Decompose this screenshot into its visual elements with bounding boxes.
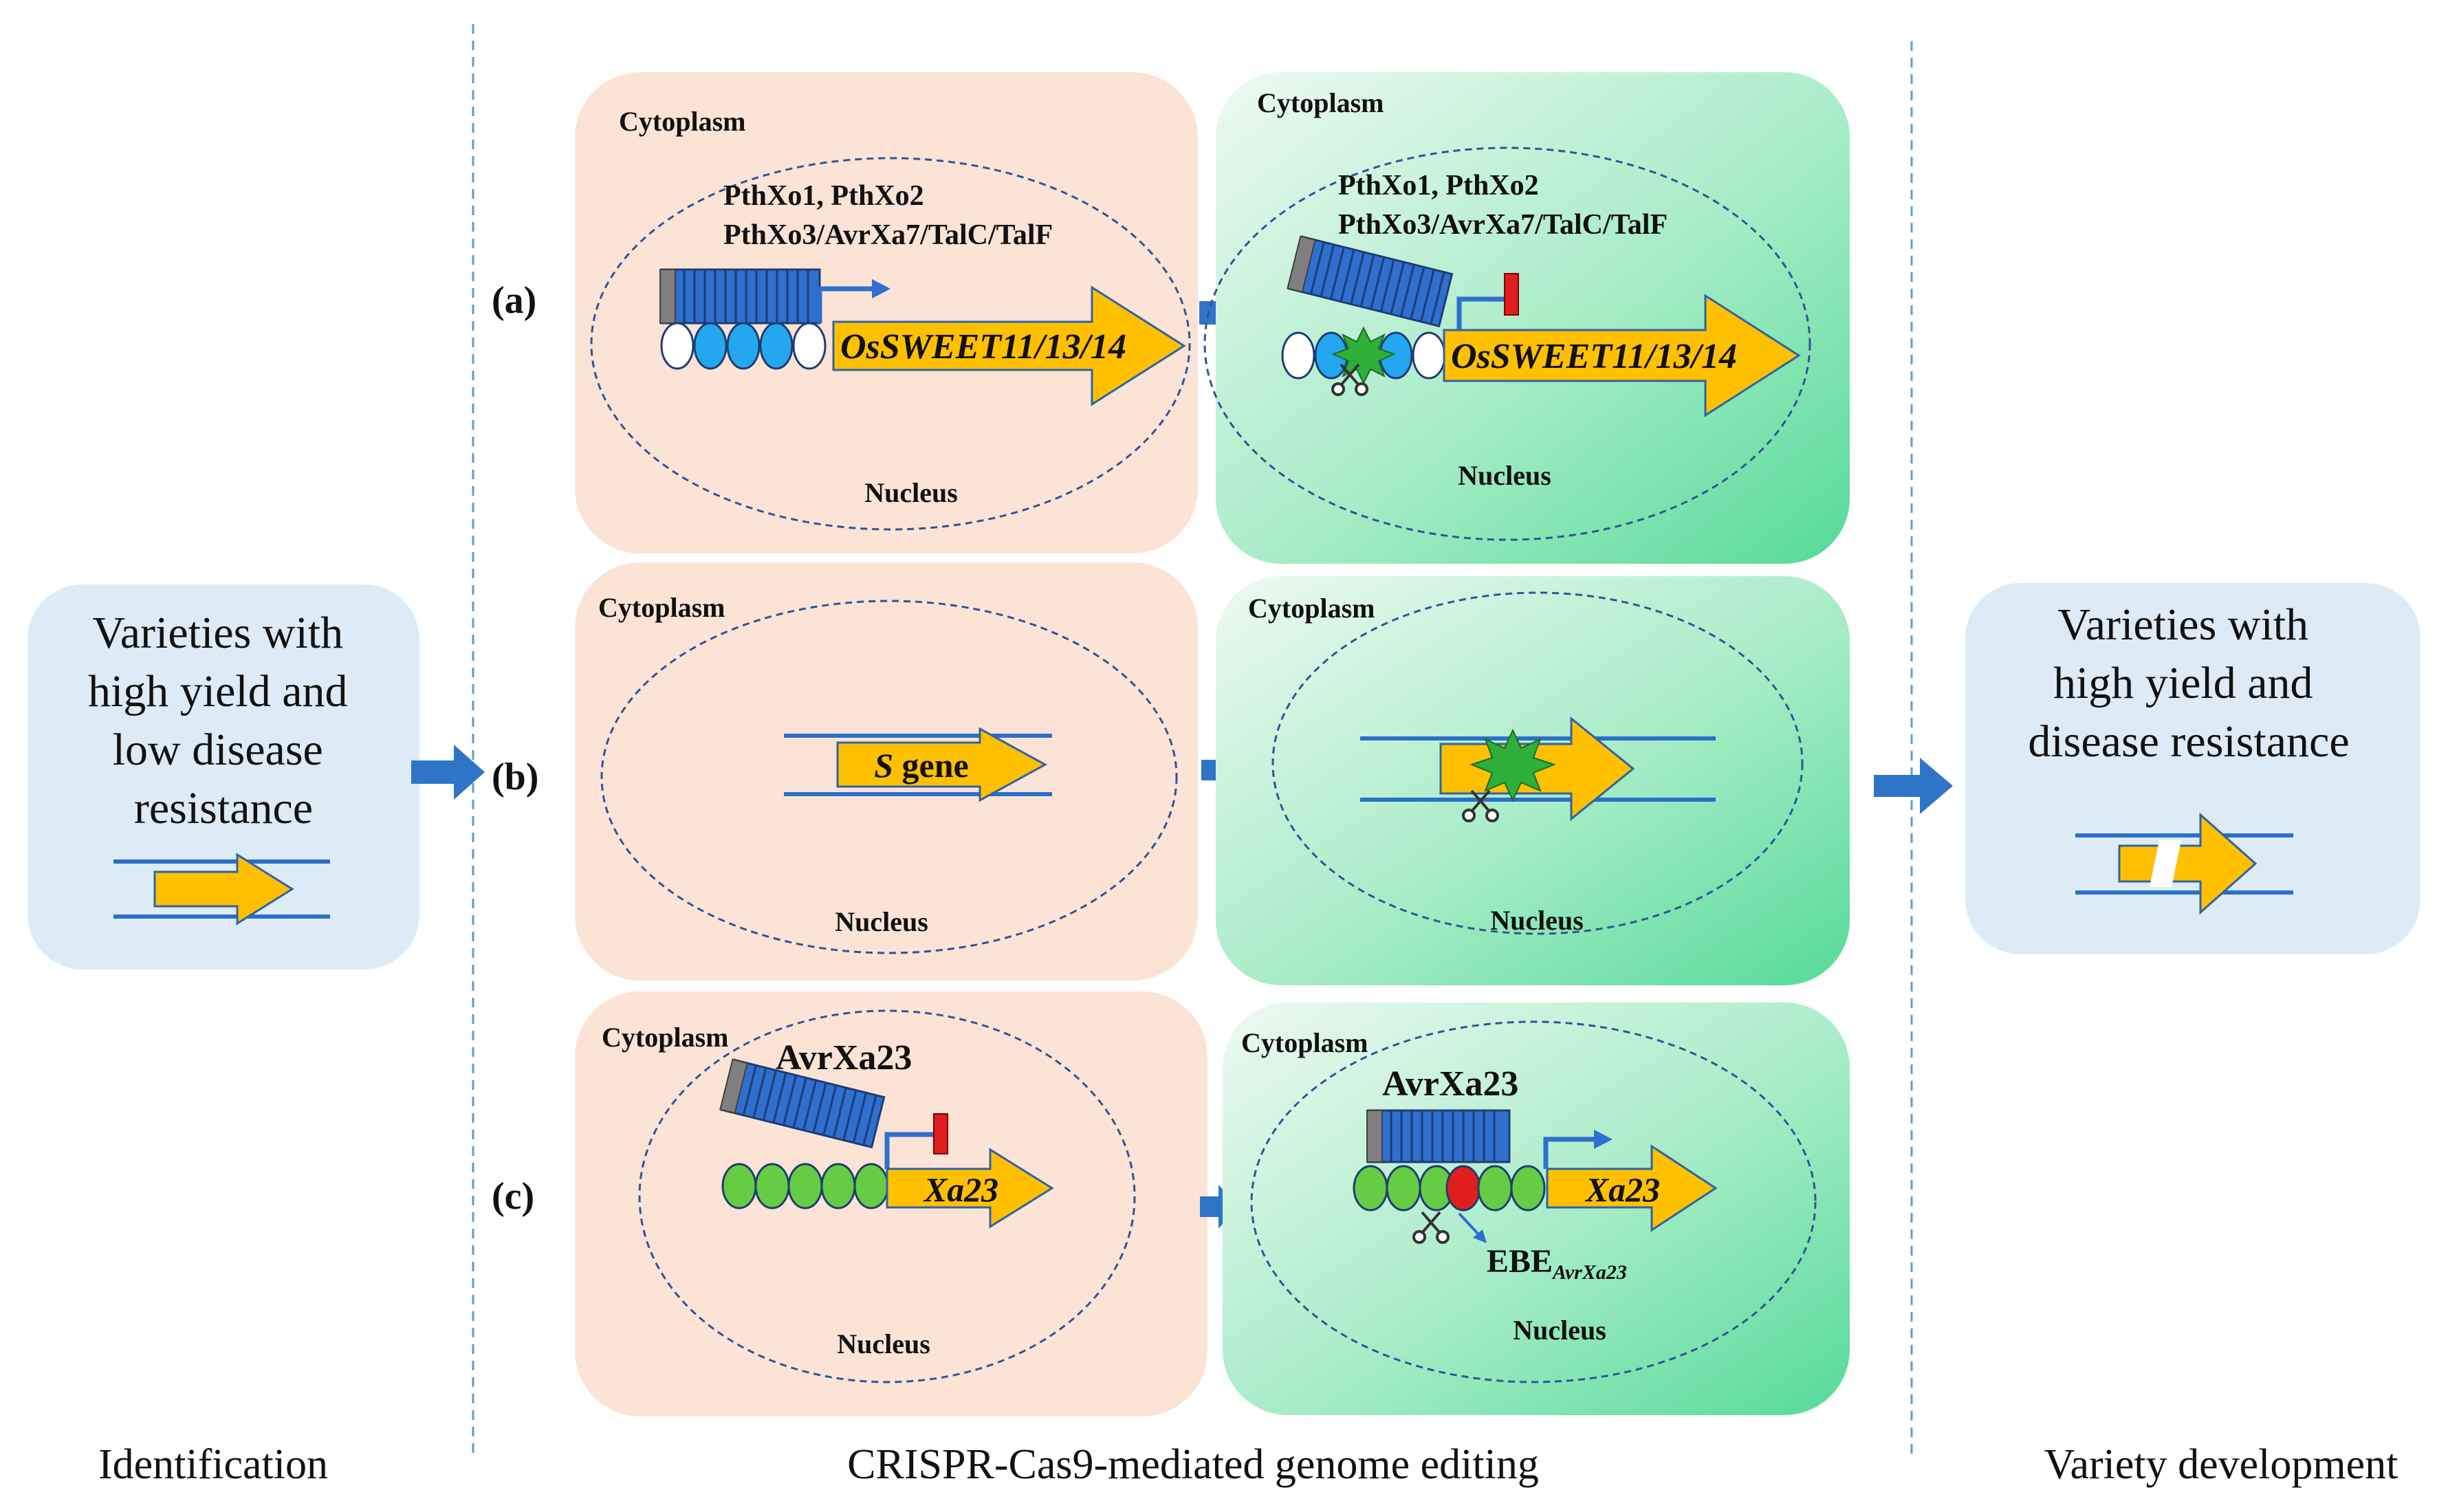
row-b-after-nucleus xyxy=(1271,591,1804,935)
row-b-label: (b) xyxy=(492,756,538,798)
svg-text:Varieties with high yiel: Varieties with high yield and low diseas… xyxy=(88,608,359,833)
row-a-before-gene-label: OsSWEET11/13/14 xyxy=(840,327,1126,366)
row-b-after-cytoplasm: Cytoplasm xyxy=(1248,593,1375,624)
row-c-after-gene-label: Xa23 xyxy=(1584,1170,1660,1209)
row-a-before-nucleus xyxy=(590,157,1191,531)
row-a-before-nucleus-label: Nucleus xyxy=(864,477,958,508)
row-a-before-gene-arrow: OsSWEET11/13/14 xyxy=(832,285,1186,406)
row-c-before-nucleus xyxy=(638,1009,1136,1383)
row-a-before-cytoplasm: Cytoplasm xyxy=(619,106,745,137)
row-c-before-blocked-transcription xyxy=(884,1113,948,1169)
row-c-after-cytoplasm: Cytoplasm xyxy=(1241,1027,1368,1058)
svg-text:PthXo1, PthXo2 PthXo3/Av: PthXo1, PthXo2 PthXo3/AvrXa7/TalC/TalF xyxy=(1338,170,1668,241)
row-c-after-panel: Cytoplasm Nucleus AvrXa23 xyxy=(1223,1002,1850,1415)
right-box-line-3: disease resistance xyxy=(2028,716,2349,767)
row-c-label: (c) xyxy=(492,1175,534,1218)
row-a-after-nucleus-label: Nucleus xyxy=(1458,460,1551,491)
row-b-before-cytoplasm: Cytoplasm xyxy=(598,592,725,623)
left-box-line-1: Varieties with xyxy=(92,608,343,658)
row-b-after-edited-gene xyxy=(1360,716,1716,822)
stage-variety-development: Variety development xyxy=(2044,1441,2398,1488)
row-a-after-gene-arrow: OsSWEET11/13/14 xyxy=(1443,294,1801,417)
row-c-before-ebe-sites xyxy=(721,1163,889,1209)
left-variety-box: Varieties with high yield and low diseas… xyxy=(28,584,419,969)
row-c-after-nucleus-label: Nucleus xyxy=(1513,1315,1606,1346)
row-a-before-panel: Cytoplasm Nucleus PthXo1, PthXo2 PthXo3/… xyxy=(575,72,1198,554)
row-b-before-nucleus xyxy=(600,600,1178,954)
row-c-before-panel: Cytoplasm Nucleus AvrXa23 xyxy=(575,991,1207,1416)
row-a-after-panel: Cytoplasm Nucleus PthXo1, PthXo2 PthXo3/… xyxy=(1203,72,1850,564)
row-b-before-gene-label: S gene xyxy=(874,746,969,785)
row-a-before-ebe-sites xyxy=(660,322,827,370)
row-c-after-transcription-arrow xyxy=(1543,1130,1613,1169)
row-a-before-transcription-arrow xyxy=(817,279,890,323)
row-c-after-gene-arrow: Xa23 xyxy=(1546,1144,1718,1232)
row-c-before-tale-icon xyxy=(719,1058,886,1149)
flow-arrow-left xyxy=(411,745,485,800)
row-c-before-nucleus-label: Nucleus xyxy=(837,1328,930,1359)
stage-genome-editing: CRISPR-Cas9-mediated genome editing xyxy=(847,1441,1539,1488)
row-b-after-panel: Cytoplasm Nucleus xyxy=(1216,576,1850,985)
left-box-line-2: high yield and xyxy=(88,666,348,716)
row-a-after-blocked-transcription xyxy=(1456,273,1519,333)
row-b-before-s-gene: S gene xyxy=(784,727,1052,802)
row-c-before-cytoplasm: Cytoplasm xyxy=(602,1022,728,1053)
row-c-after-mutated-ebe xyxy=(1445,1165,1481,1212)
row-b-before-panel: Cytoplasm Nucleus S gene xyxy=(575,562,1198,980)
row-c-step-arrow xyxy=(1200,1185,1238,1229)
row-a-after-ebe-sites xyxy=(1281,331,1446,380)
svg-text:Varieties with high yiel: Varieties with high yield and disease re… xyxy=(2028,600,2349,767)
row-b-after-mutation-star xyxy=(1469,728,1556,802)
row-b-after-nucleus-label: Nucleus xyxy=(1490,905,1584,936)
row-a-before-tale-icon xyxy=(659,268,821,325)
left-gene-icon xyxy=(113,853,330,925)
flow-arrow-right xyxy=(1874,758,1953,814)
row-a-before-effectors-2: PthXo3/AvrXa7/TalC/TalF xyxy=(723,219,1053,251)
right-box-line-1: Varieties with xyxy=(2057,600,2308,650)
row-c-after-effector: AvrXa23 xyxy=(1382,1064,1518,1104)
left-box-line-4: resistance xyxy=(134,783,313,833)
row-c-before-gene-label: Xa23 xyxy=(923,1170,998,1209)
stage-identification: Identification xyxy=(98,1441,328,1488)
row-b-before-nucleus-label: Nucleus xyxy=(835,906,928,937)
row-a-after-cytoplasm: Cytoplasm xyxy=(1257,87,1384,118)
row-c-after-ebe-label: EBEAvrXa23 xyxy=(1487,1243,1627,1284)
right-box-line-2: high yield and xyxy=(2053,658,2313,708)
left-box-line-3: low disease xyxy=(113,725,323,775)
row-a-after-effectors-2: PthXo3/AvrXa7/TalC/TalF xyxy=(1338,209,1668,241)
row-c-after-ebe-pointer xyxy=(1458,1212,1487,1243)
right-variety-box: Varieties with high yield and disease re… xyxy=(1965,583,2420,954)
row-a-after-effectors-1: PthXo1, PthXo2 xyxy=(1338,170,1539,201)
row-a-after-tale-icon xyxy=(1287,235,1454,328)
row-c-before-effector: AvrXa23 xyxy=(776,1038,912,1077)
row-a-label: (a) xyxy=(492,279,536,322)
row-a-after-gene-label: OsSWEET11/13/14 xyxy=(1451,337,1737,376)
row-c-after-ebe-sites xyxy=(1353,1165,1546,1212)
row-c-before-gene-arrow: Xa23 xyxy=(886,1148,1054,1229)
right-edited-gene-icon xyxy=(2075,812,2293,915)
row-c-after-nucleus xyxy=(1250,1020,1817,1383)
svg-text:PthXo1, PthXo2 PthXo3/Av: PthXo1, PthXo2 PthXo3/AvrXa7/TalC/TalF xyxy=(723,180,1053,251)
row-a-before-effectors-1: PthXo1, PthXo2 xyxy=(723,180,924,212)
row-c-after-tale-icon xyxy=(1366,1109,1511,1163)
row-a-after-nucleus xyxy=(1203,146,1811,541)
